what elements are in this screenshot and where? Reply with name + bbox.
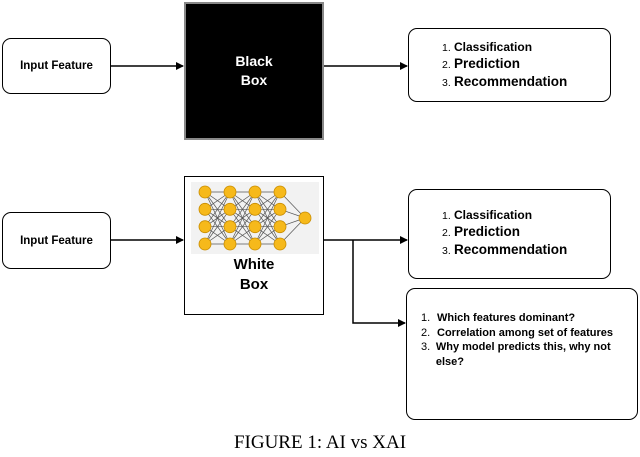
question-item: 1. Which features dominant? <box>421 311 627 326</box>
output-item: 3.Recommendation <box>442 73 567 91</box>
output-item-text: Prediction <box>454 56 521 71</box>
network-node <box>248 185 262 199</box>
network-node <box>298 211 312 225</box>
arrow-whitebox-to-questions <box>352 240 406 327</box>
question-item: 2. Correlation among set of features <box>421 326 627 341</box>
white-box-label-line1: White <box>233 256 275 273</box>
question-item-number: 1. <box>421 312 431 324</box>
network-node <box>273 185 287 199</box>
black-box: Black Box <box>184 2 324 140</box>
question-item: 3. Why model predicts this, why not else? <box>421 340 627 369</box>
question-item-text: Which features dominant? <box>437 312 576 324</box>
output-item: 1.Classification <box>442 207 567 223</box>
figure-caption: FIGURE 1: AI vs XAI <box>233 432 407 453</box>
output-item: 1.Classification <box>442 39 567 55</box>
network-edge <box>204 191 231 227</box>
network-node <box>198 237 212 251</box>
network-node <box>248 237 262 251</box>
questions-box: 1. Which features dominant? 2. Correlation … <box>406 288 638 420</box>
input-feature-box-2: Input Feature <box>2 212 111 269</box>
question-item-number: 3. <box>421 341 431 353</box>
questions-list: 1. Which features dominant? 2. Correlation … <box>421 311 627 369</box>
network-edge <box>254 191 281 245</box>
network-edge <box>254 209 281 245</box>
input-feature-label: Input Feature <box>20 60 93 72</box>
output-item-text: Recommendation <box>454 74 568 89</box>
network-node <box>273 237 287 251</box>
network-node <box>248 220 262 234</box>
network-node <box>198 202 212 216</box>
question-item-text: Why model predicts this, why not else? <box>435 341 611 368</box>
white-box: White Box <box>184 176 324 315</box>
network-node <box>198 185 212 199</box>
output-item-number: 1. <box>442 42 451 54</box>
output-item-text: Prediction <box>454 224 521 239</box>
network-edge <box>229 191 256 227</box>
output-item-text: Classification <box>454 208 533 222</box>
network-node <box>223 185 237 199</box>
network-node <box>273 202 287 216</box>
network-edge <box>229 209 256 245</box>
question-item-number: 2. <box>421 326 431 339</box>
black-box-label-line2: Box <box>240 72 268 88</box>
question-item-text: Correlation among set of features <box>437 326 614 339</box>
output-item-text: Recommendation <box>454 242 568 257</box>
input-feature-box-1: Input Feature <box>2 38 111 94</box>
output-item-number: 3. <box>442 245 451 257</box>
network-node <box>223 220 237 234</box>
output-item-number: 1. <box>442 210 451 222</box>
output-item: 3.Recommendation <box>442 241 567 259</box>
neural-network-icon <box>191 182 319 254</box>
input-feature-label: Input Feature <box>20 234 93 247</box>
network-node <box>248 202 262 216</box>
network-node <box>273 220 287 234</box>
network-node <box>198 220 212 234</box>
network-edge <box>229 191 256 245</box>
network-edge <box>254 191 281 227</box>
output-item: 2.Prediction <box>442 223 567 241</box>
output-item-number: 3. <box>442 77 451 89</box>
output-item-number: 2. <box>442 227 451 239</box>
network-edge <box>204 191 231 245</box>
output-item-number: 2. <box>442 59 451 71</box>
network-node <box>223 202 237 216</box>
network-edge <box>204 209 231 245</box>
black-box-label-line1: Black <box>235 53 273 69</box>
output-item: 2.Prediction <box>442 55 567 73</box>
white-box-label-line2: Box <box>239 276 269 293</box>
network-node <box>223 237 237 251</box>
output-item-text: Classification <box>454 40 533 54</box>
